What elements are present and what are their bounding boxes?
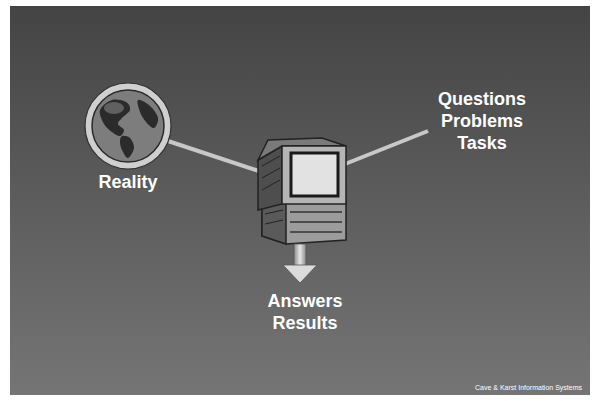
wire bbox=[340, 131, 428, 166]
globe-icon bbox=[73, 80, 183, 172]
globe-node: Reality bbox=[69, 80, 187, 192]
computer-icon bbox=[258, 138, 346, 244]
credit-label: Cave & Karst Information Systems bbox=[475, 384, 582, 392]
wire bbox=[168, 141, 262, 172]
output-arrow bbox=[283, 244, 317, 283]
background-panel bbox=[10, 6, 590, 395]
node-label: Reality bbox=[69, 172, 187, 192]
input-label: Questions Problems Tasks bbox=[438, 88, 526, 154]
output-label: Answers Results bbox=[267, 290, 342, 334]
